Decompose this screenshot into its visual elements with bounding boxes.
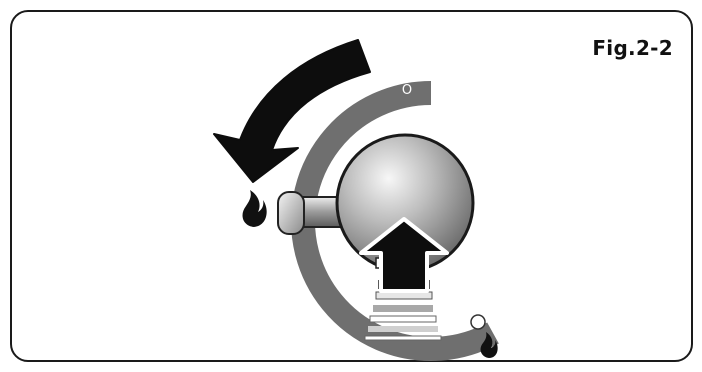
curved-arrow-counterclockwise-icon: [213, 39, 371, 183]
flame-icon: [242, 190, 267, 227]
figure-label: Fig.2-2: [592, 36, 673, 60]
knob-end-cap: [277, 191, 305, 235]
min-position-dot: [470, 314, 486, 330]
off-mark: O: [402, 83, 412, 98]
flame-icon: [480, 332, 498, 358]
up-arrow-icon: [359, 217, 449, 293]
dial-scale-arc: [291, 81, 499, 361]
